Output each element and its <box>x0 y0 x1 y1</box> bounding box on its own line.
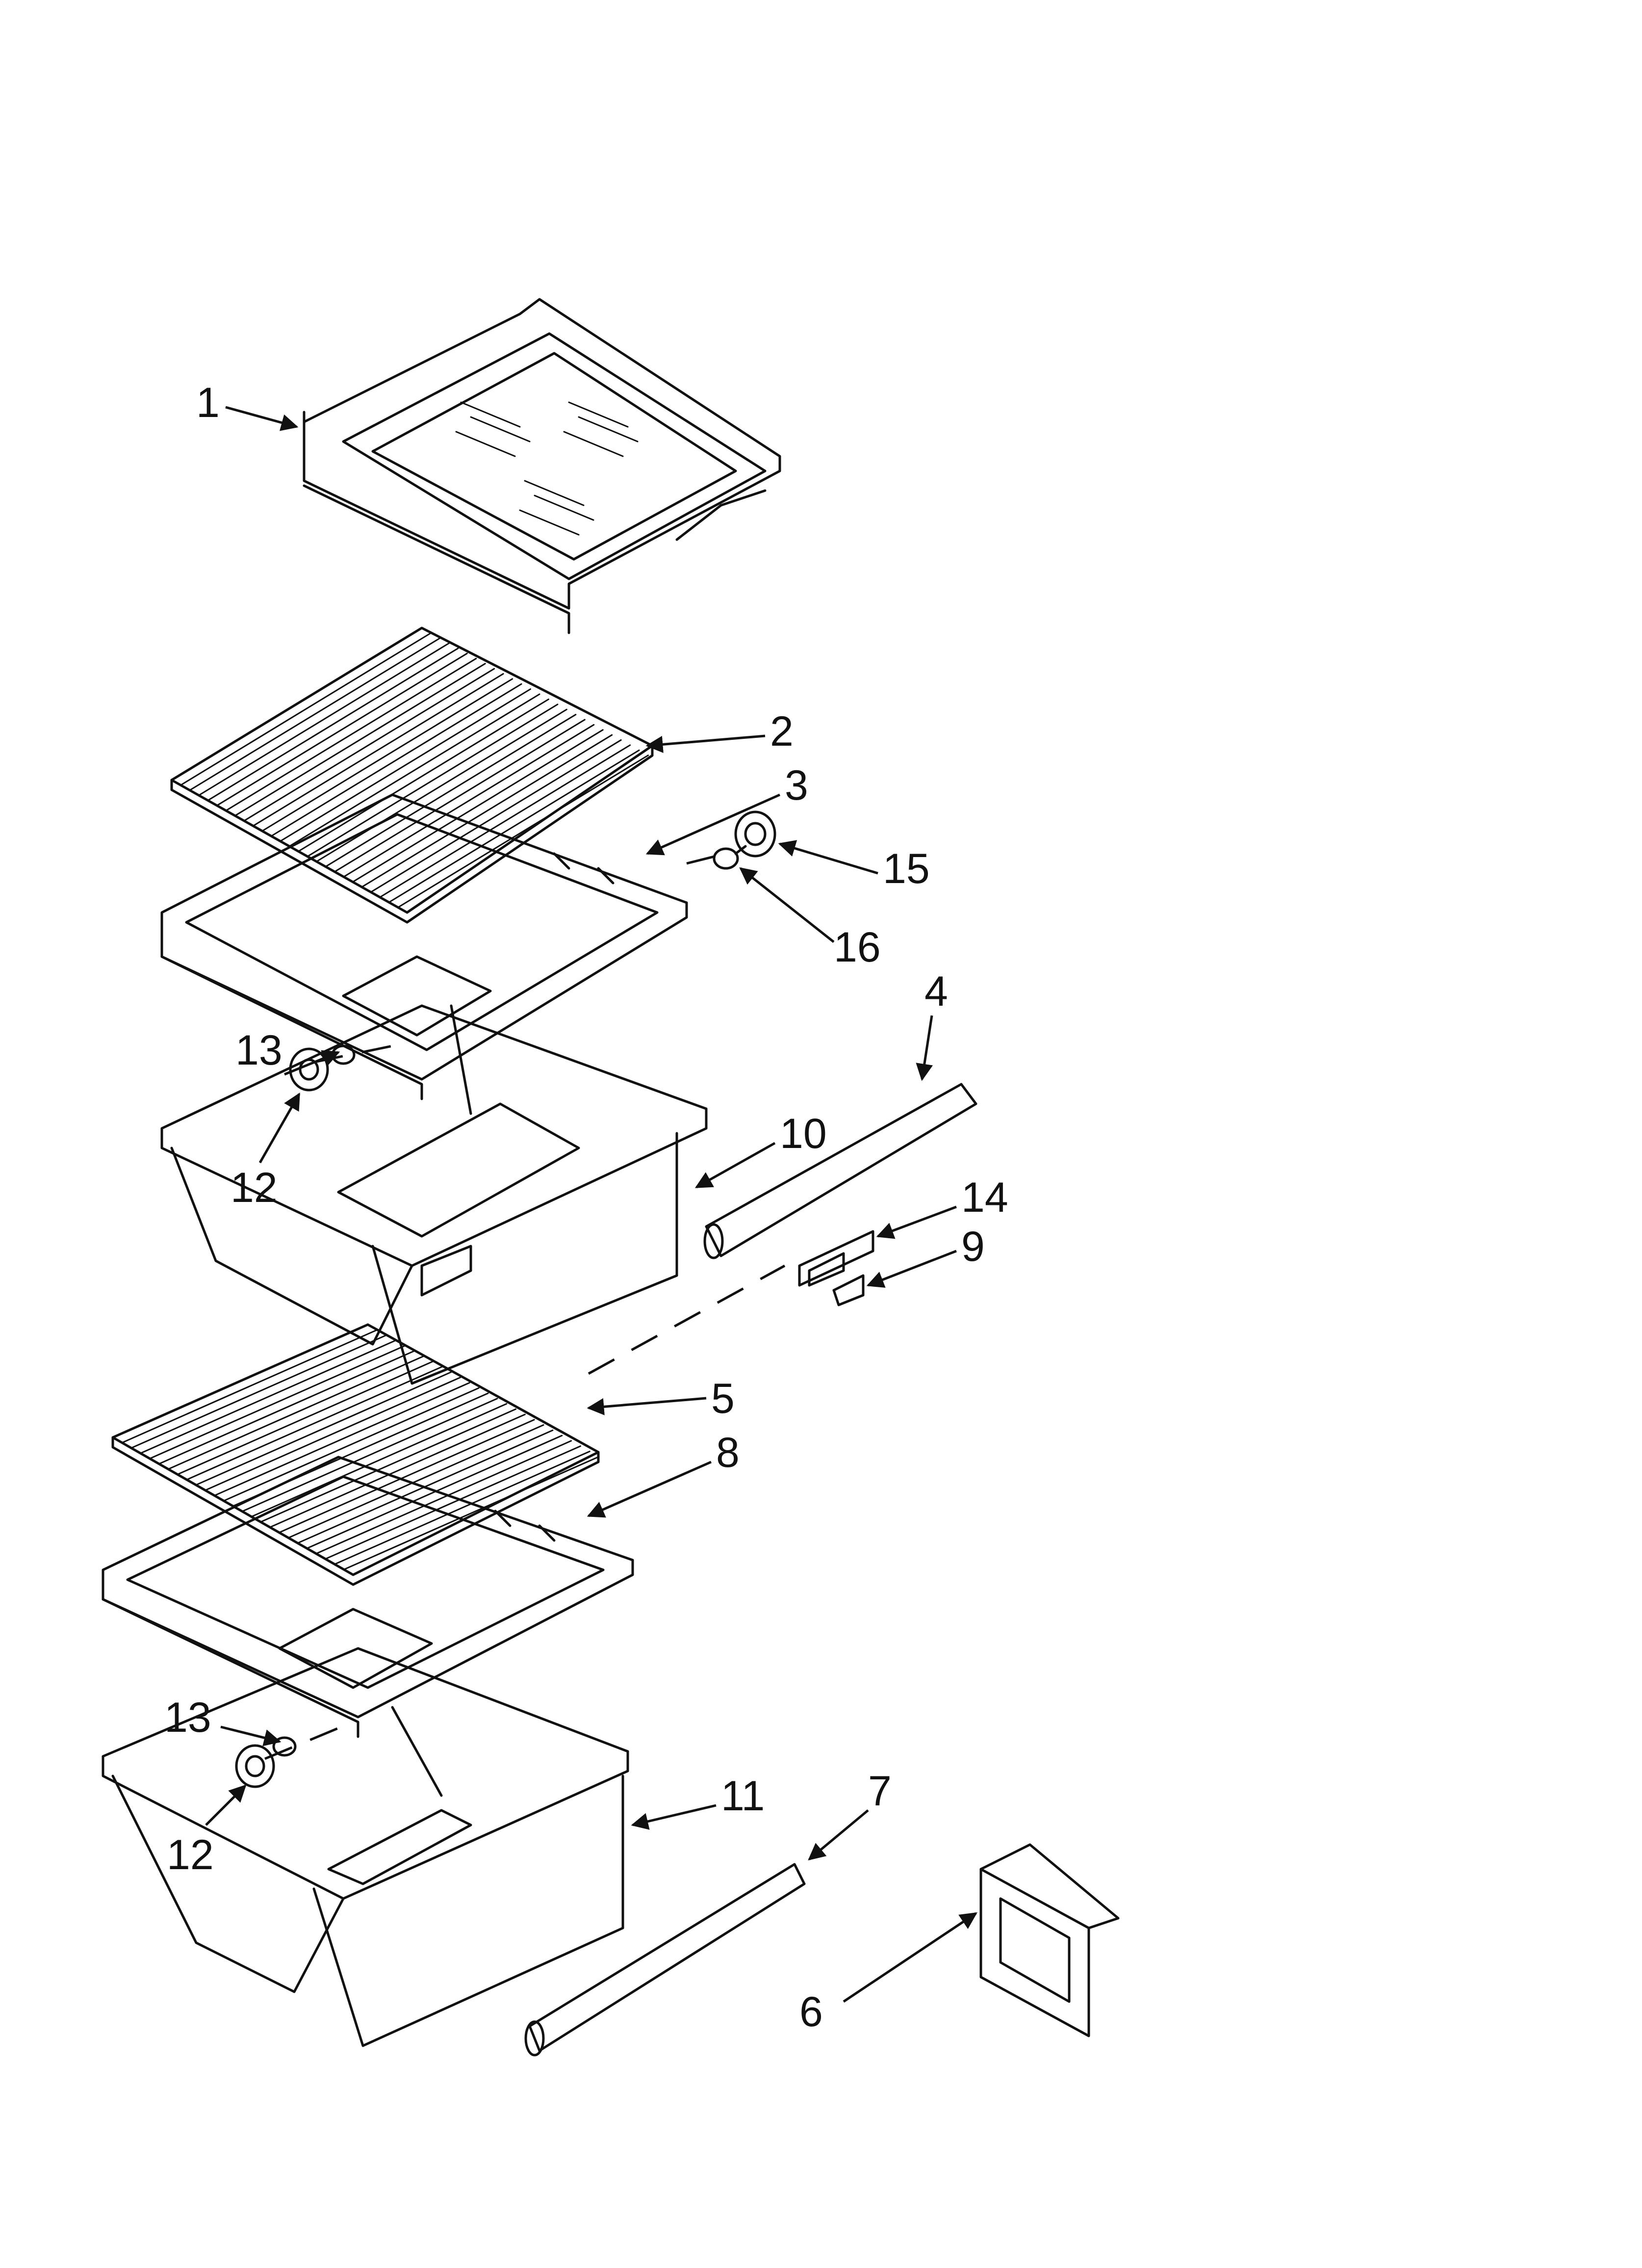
callout-4: 4 <box>924 968 948 1015</box>
glass-grain-line <box>315 1440 572 1555</box>
glass-grain-line <box>260 1408 517 1523</box>
callout-2: 2 <box>770 708 794 755</box>
callout-1: 1 <box>196 379 220 426</box>
part-8-cover-frame <box>102 1456 634 1738</box>
glass-grain-line <box>307 704 559 858</box>
glass-grain-line <box>207 648 459 802</box>
glass-grain-line <box>234 663 486 817</box>
part-9-clip <box>832 1274 865 1306</box>
glass-grain-line <box>388 749 640 903</box>
callout-11: 11 <box>721 1773 765 1820</box>
glass-grain-line <box>278 1419 535 1534</box>
glass-grain-line <box>177 1360 434 1475</box>
part-13-screw-lower <box>272 1736 297 1757</box>
glass-grain-line <box>241 1398 498 1512</box>
glass-grain-line <box>297 698 549 852</box>
glass-grain-line <box>213 1382 470 1496</box>
glass-grain-line <box>334 719 586 873</box>
callout-10: 10 <box>780 1110 827 1157</box>
glass-grain-line <box>370 739 622 893</box>
leader-lines <box>205 406 977 2003</box>
callout-16: 16 <box>834 924 881 971</box>
callout-labels: 1 2 3 4 5 6 7 8 9 10 11 12 12 13 13 14 1… <box>164 379 1008 2035</box>
glass-grain-line <box>189 637 441 791</box>
part-5-glass-panel <box>111 1323 600 1586</box>
callout-12-upper: 12 <box>231 1164 278 1211</box>
glass-grain-line <box>324 1445 581 1560</box>
callout-9: 9 <box>961 1223 985 1270</box>
part-13-screw-upper <box>331 1044 356 1065</box>
part-6-label-holder <box>979 1843 1120 2037</box>
callout-5: 5 <box>711 1375 735 1422</box>
callout-7: 7 <box>868 1768 892 1815</box>
glass-grain-line <box>158 1350 415 1465</box>
callout-13-upper: 13 <box>235 1027 282 1074</box>
callout-14: 14 <box>961 1174 1008 1221</box>
callout-13-lower: 13 <box>164 1694 211 1741</box>
glass-grain-line <box>252 673 504 827</box>
part-10-upper-drawer <box>160 1004 708 1385</box>
glass-grain-line <box>280 688 532 842</box>
glass-grain-line <box>261 678 513 832</box>
part-7-trim-strip <box>524 1863 806 2057</box>
glass-grain-line <box>130 1334 387 1449</box>
glass-grain-line <box>198 642 450 796</box>
glass-grain-line <box>149 1345 406 1460</box>
part-16-screw <box>713 845 747 870</box>
glass-grain-line <box>195 1371 452 1486</box>
glass-grain-line <box>334 1450 590 1565</box>
callout-3: 3 <box>785 762 808 809</box>
glass-grain-line <box>223 1387 480 1502</box>
glass-grain-line <box>379 744 631 898</box>
callout-8: 8 <box>716 1429 740 1476</box>
callout-6: 6 <box>799 1988 823 2035</box>
glass-grain-line <box>352 729 604 883</box>
callout-15: 15 <box>883 845 930 892</box>
glass-grain-line <box>315 708 567 862</box>
glass-grain-line <box>167 1356 424 1470</box>
glass-grain-line <box>270 683 522 837</box>
part-12-roller-upper <box>289 1047 329 1092</box>
glass-grain-line <box>325 714 577 868</box>
part-4-trim-strip <box>703 1083 977 1259</box>
part-12-roller-lower <box>235 1744 275 1788</box>
glass-grain-line <box>180 632 432 786</box>
glass-grain-line <box>361 734 613 888</box>
part-14-bracket <box>798 1230 874 1287</box>
glass-grain-line <box>269 1413 526 1528</box>
glass-grain-line <box>343 724 595 878</box>
glass-grain-line <box>243 668 495 822</box>
callout-12-lower: 12 <box>167 1831 214 1878</box>
glass-grain-line <box>343 1456 600 1570</box>
glass-grain-line <box>216 652 468 807</box>
part-3-cover-frame <box>160 793 688 1100</box>
part-1-top-shelf <box>303 298 781 634</box>
glass-grain-line <box>287 1424 544 1539</box>
part-11-lower-drawer <box>102 1647 629 2047</box>
glass-grain-line <box>204 1377 461 1491</box>
glass-grain-line <box>288 693 540 847</box>
glass-grain-line <box>251 1403 508 1518</box>
glass-grain-line <box>121 1329 378 1444</box>
glass-grain-line <box>140 1339 397 1454</box>
part-15-roller <box>734 810 776 858</box>
glass-grain-line <box>186 1366 443 1481</box>
glass-grain-line <box>397 755 649 909</box>
part-2-glass-panel <box>170 626 654 924</box>
glass-grain-line <box>225 657 477 811</box>
